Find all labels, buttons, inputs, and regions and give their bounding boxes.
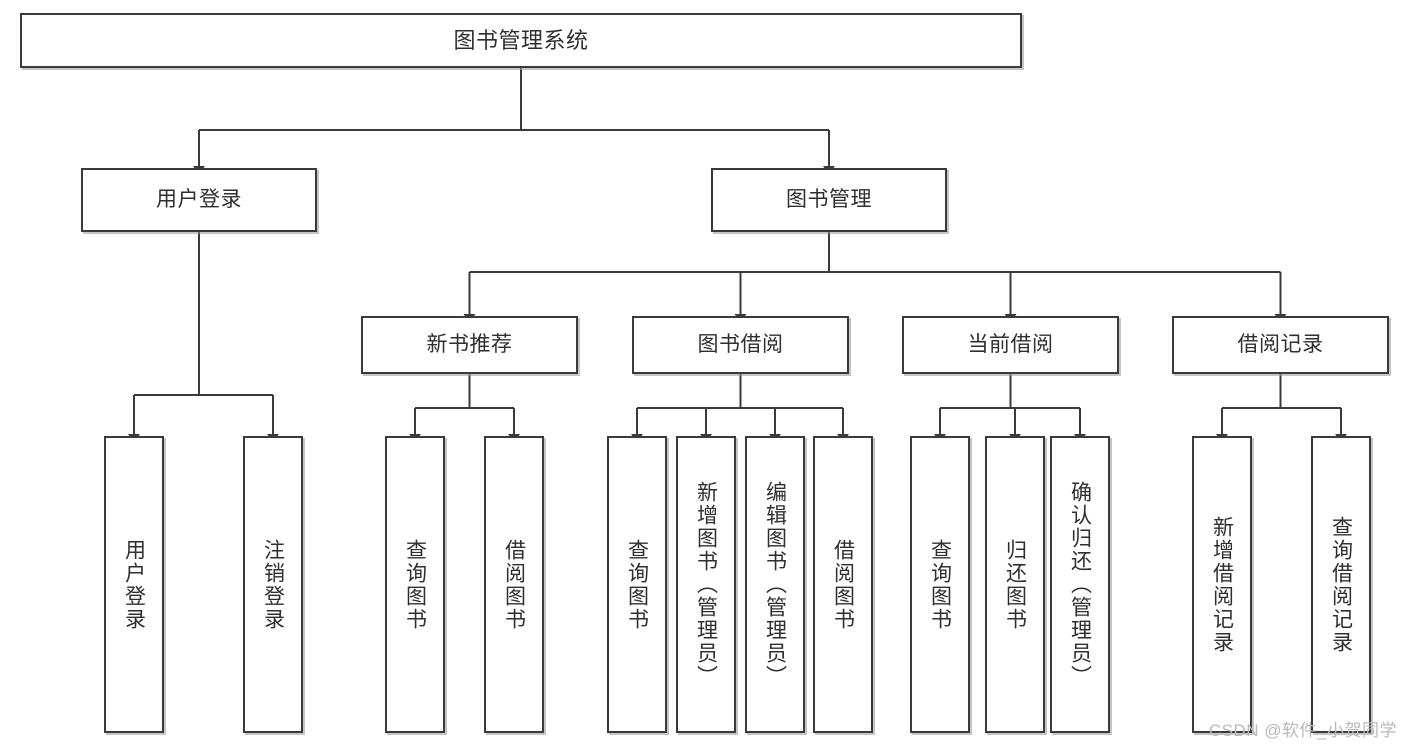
node-leaf-user-login[interactable]: 用户登录 xyxy=(104,436,164,733)
node-l3-borrow-record[interactable]: 借阅记录 xyxy=(1172,316,1389,374)
node-label: 图书管理 xyxy=(786,187,872,211)
node-label: 注销登录 xyxy=(261,538,285,631)
node-label: 用户登录 xyxy=(156,187,242,211)
node-l3-current-borrow[interactable]: 当前借阅 xyxy=(902,316,1119,374)
node-label: 查询图书 xyxy=(625,538,649,631)
node-l2-user-login[interactable]: 用户登录 xyxy=(81,168,317,232)
node-label: 新增图书（管理员） xyxy=(694,481,718,688)
node-l3-new-book-rec[interactable]: 新书推荐 xyxy=(361,316,578,374)
node-leaf-add-record[interactable]: 新增借阅记录 xyxy=(1192,436,1252,733)
node-root[interactable]: 图书管理系统 xyxy=(20,13,1022,68)
node-leaf-query-book-rec[interactable]: 查询图书 xyxy=(385,436,445,733)
node-label: 图书管理系统 xyxy=(453,27,589,53)
node-leaf-logout[interactable]: 注销登录 xyxy=(243,436,303,733)
node-label: 查询图书 xyxy=(928,538,952,631)
node-label: 图书借阅 xyxy=(697,332,784,356)
node-label: 借阅图书 xyxy=(502,538,526,631)
node-leaf-borrow-book[interactable]: 借阅图书 xyxy=(813,436,873,733)
node-leaf-borrow-book-rec[interactable]: 借阅图书 xyxy=(484,436,544,733)
node-label: 归还图书 xyxy=(1003,538,1027,631)
node-label: 用户登录 xyxy=(122,538,146,631)
node-label: 新增借阅记录 xyxy=(1210,515,1234,654)
node-l2-book-manage[interactable]: 图书管理 xyxy=(711,168,947,232)
csdn-watermark: CSDN @软件_小贺同学 xyxy=(1208,721,1397,740)
node-leaf-query-book-bor[interactable]: 查询图书 xyxy=(607,436,667,733)
node-leaf-edit-book[interactable]: 编辑图书（管理员） xyxy=(745,436,805,733)
node-label: 查询借阅记录 xyxy=(1329,515,1353,654)
node-label: 借阅图书 xyxy=(831,538,855,631)
node-label: 确认归还（管理员） xyxy=(1068,481,1092,688)
node-label: 编辑图书（管理员） xyxy=(763,481,787,688)
node-l3-book-borrow[interactable]: 图书借阅 xyxy=(632,316,849,374)
node-leaf-query-record[interactable]: 查询借阅记录 xyxy=(1311,436,1371,733)
node-label: 借阅记录 xyxy=(1237,332,1324,356)
node-label: 新书推荐 xyxy=(426,332,513,356)
node-label: 当前借阅 xyxy=(967,332,1054,356)
node-label: 查询图书 xyxy=(403,538,427,631)
node-leaf-add-book[interactable]: 新增图书（管理员） xyxy=(676,436,736,733)
node-leaf-confirm-return[interactable]: 确认归还（管理员） xyxy=(1050,436,1110,733)
node-leaf-query-book-cur[interactable]: 查询图书 xyxy=(910,436,970,733)
node-leaf-return-book[interactable]: 归还图书 xyxy=(985,436,1045,733)
